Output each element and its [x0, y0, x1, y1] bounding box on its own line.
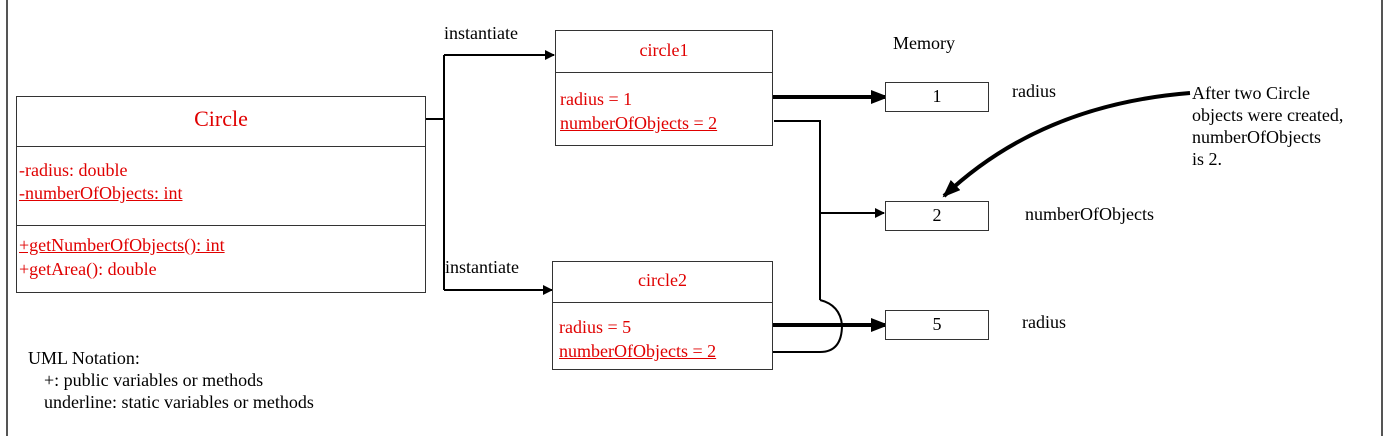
frame-right-border	[1381, 0, 1383, 436]
object-field: radius = 5	[559, 317, 632, 337]
memory-cell-label: radius	[1012, 81, 1056, 101]
object-field: numberOfObjects = 2	[560, 113, 718, 133]
object-box-circle1: circle1 radius = 1 numberOfObjects = 2	[555, 30, 773, 146]
uml-method: +getNumberOfObjects(): int	[19, 235, 225, 255]
uml-attribute: -numberOfObjects: int	[19, 183, 183, 203]
object-field: numberOfObjects = 2	[559, 341, 717, 361]
memory-cell: 1	[885, 82, 989, 112]
memory-cell: 5	[885, 310, 989, 340]
instantiate-label: instantiate	[445, 257, 519, 277]
memory-cell-label: numberOfObjects	[1025, 204, 1154, 224]
legend-line: underline: static variables or methods	[44, 392, 314, 412]
object-name: circle1	[639, 40, 689, 60]
uml-attribute: -radius: double	[19, 160, 128, 180]
object-name-section: circle1	[556, 31, 772, 72]
uml-attributes-section: -radius: double -numberOfObjects: int	[17, 146, 425, 225]
instantiate-label: instantiate	[444, 23, 518, 43]
uml-methods-section: +getNumberOfObjects(): int +getArea(): d…	[17, 225, 425, 292]
uml-class-name: Circle	[194, 106, 248, 131]
object-name-section: circle2	[553, 262, 772, 302]
note-line: After two Circle	[1192, 83, 1310, 103]
legend-line: +: public variables or methods	[44, 370, 264, 390]
note-text: After two Circle objects were created, n…	[1192, 82, 1343, 170]
uml-class-box: Circle -radius: double -numberOfObjects:…	[16, 96, 426, 293]
memory-title: Memory	[893, 33, 955, 53]
note-line: objects were created,	[1192, 105, 1344, 125]
uml-class-name-section: Circle	[17, 97, 425, 146]
note-arrow	[942, 91, 1191, 198]
legend-title: UML Notation:	[28, 348, 140, 368]
object-box-circle2: circle2 radius = 5 numberOfObjects = 2	[552, 261, 773, 370]
object-name: circle2	[638, 270, 687, 290]
object-field: radius = 1	[560, 89, 633, 109]
frame-left-border	[6, 0, 8, 436]
memory-cell: 2	[885, 201, 989, 231]
memory-cell-label: radius	[1022, 312, 1066, 332]
numberOfObjects-connector	[772, 120, 885, 353]
object-fields-section: radius = 1 numberOfObjects = 2	[556, 72, 772, 145]
note-line: is 2.	[1192, 149, 1223, 169]
note-line: numberOfObjects	[1192, 127, 1321, 147]
uml-notation-legend: UML Notation: +: public variables or met…	[28, 347, 314, 413]
instantiate-connector	[424, 50, 555, 295]
uml-method: +getArea(): double	[19, 259, 157, 279]
object-fields-section: radius = 5 numberOfObjects = 2	[553, 302, 772, 369]
